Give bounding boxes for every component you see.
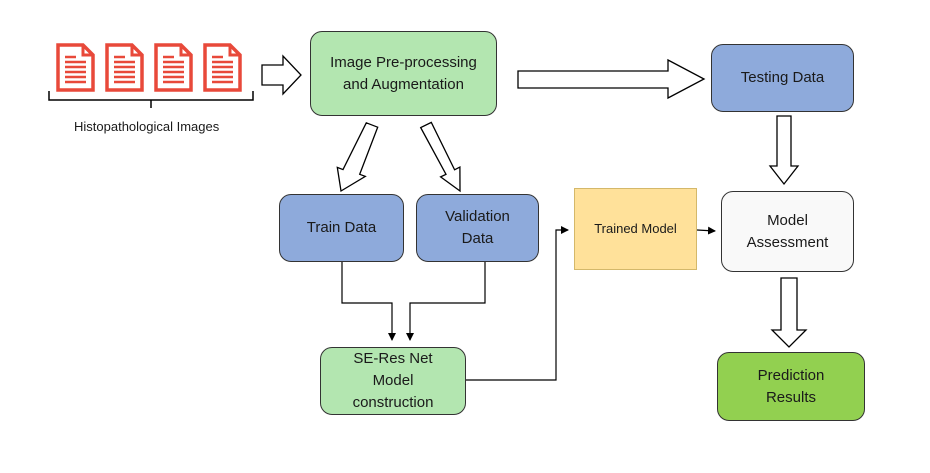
node-model-assessment: Model Assessment <box>721 191 854 272</box>
connector-validation-to-seresnet <box>406 262 486 341</box>
document-icon <box>154 43 193 92</box>
connector-trained-to-assessment <box>696 226 716 235</box>
node-prediction-results: Prediction Results <box>717 352 865 421</box>
node-train-data: Train Data <box>279 194 404 262</box>
hollow-arrow-preprocess-to-validation <box>419 121 461 193</box>
images-bracket <box>48 91 254 108</box>
hollow-arrow-testing-to-assessment <box>768 115 800 186</box>
document-icon <box>56 43 95 92</box>
node-image-preprocessing: Image Pre-processing and Augmentation <box>310 31 497 116</box>
connector-seresnet-to-trained <box>466 226 569 381</box>
node-trained-model: Trained Model <box>574 188 697 270</box>
node-seresnet-model-construction: SE-Res Net Model construction <box>320 347 466 415</box>
node-testing-data: Testing Data <box>711 44 854 112</box>
hollow-arrow-images-to-preprocess <box>261 54 302 96</box>
node-validation-data: Validation Data <box>416 194 539 262</box>
hollow-arrow-preprocess-to-train <box>336 121 379 193</box>
connector-train-to-seresnet <box>341 262 396 341</box>
document-icon <box>105 43 144 92</box>
document-icon <box>203 43 242 92</box>
hollow-arrow-preprocess-to-testing <box>517 58 706 100</box>
histopathological-images-label: Histopathological Images <box>74 119 220 134</box>
document-icons <box>56 43 242 92</box>
hollow-arrow-assessment-to-prediction <box>770 277 808 348</box>
